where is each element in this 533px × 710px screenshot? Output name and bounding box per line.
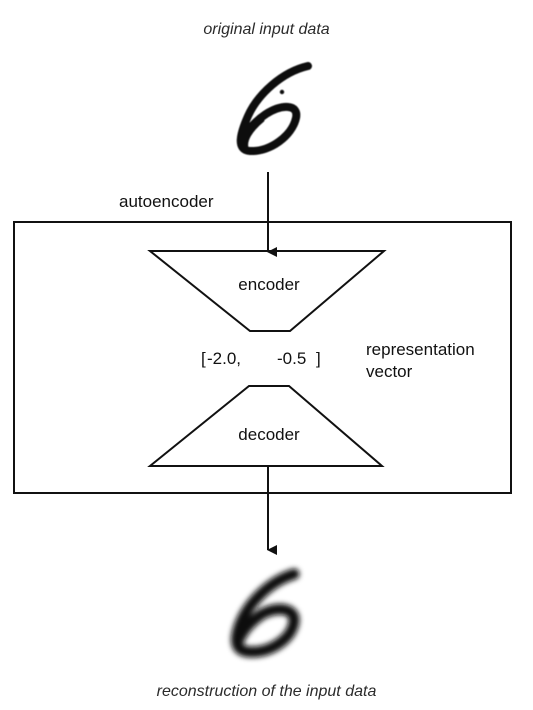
vector-close-bracket: ] xyxy=(316,349,321,368)
decoder-trapezoid xyxy=(147,385,385,467)
vector-value-1: -2.0, xyxy=(207,349,242,368)
output-digit-image xyxy=(230,568,300,658)
autoencoder-label: autoencoder xyxy=(119,192,214,211)
representation-label-line1: representation xyxy=(366,340,475,359)
encoder-label: encoder xyxy=(238,275,300,294)
input-caption: original input data xyxy=(203,21,330,38)
output-caption: reconstruction of the input data xyxy=(156,683,377,700)
vector-value-2: -0.5 xyxy=(277,349,307,368)
input-digit-image xyxy=(236,62,312,155)
vector-open-bracket: [ xyxy=(201,349,206,368)
autoencoder-box xyxy=(13,221,512,494)
decoder-label: decoder xyxy=(238,425,300,444)
encoder-trapezoid xyxy=(147,250,387,332)
representation-label-line2: vector xyxy=(366,362,413,381)
